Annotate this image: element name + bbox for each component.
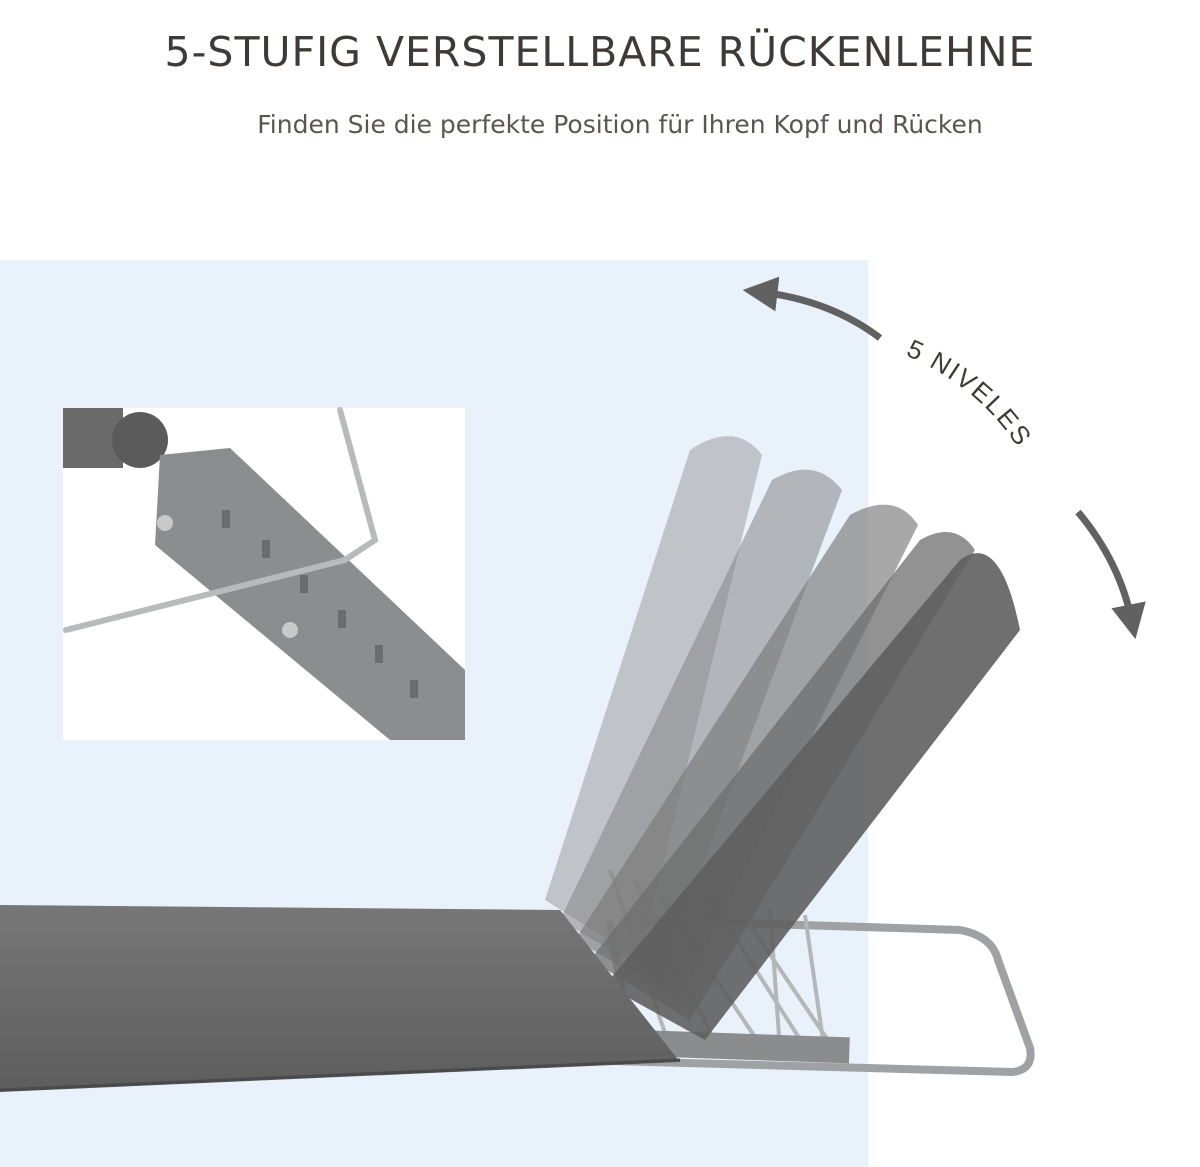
levels-label-text: 5 NIVELES bbox=[903, 333, 1037, 452]
backrest-position-5 bbox=[605, 553, 1020, 1040]
lounger-seat bbox=[0, 905, 680, 1092]
page-subtitle: Finden Sie die perfekte Position für Ihr… bbox=[257, 110, 983, 139]
hinge-closeup-inset bbox=[63, 407, 465, 740]
arrow-down-icon bbox=[1075, 509, 1146, 640]
backrest-position-2 bbox=[560, 469, 842, 980]
backrest-positions bbox=[545, 436, 1020, 1040]
page-title: 5-STUFIG VERSTELLBARE RÜCKENLEHNE bbox=[164, 28, 1036, 76]
backrest-position-1 bbox=[545, 436, 762, 961]
arrow-up-icon bbox=[742, 276, 883, 341]
levels-label: 5 NIVELES bbox=[903, 333, 1039, 452]
